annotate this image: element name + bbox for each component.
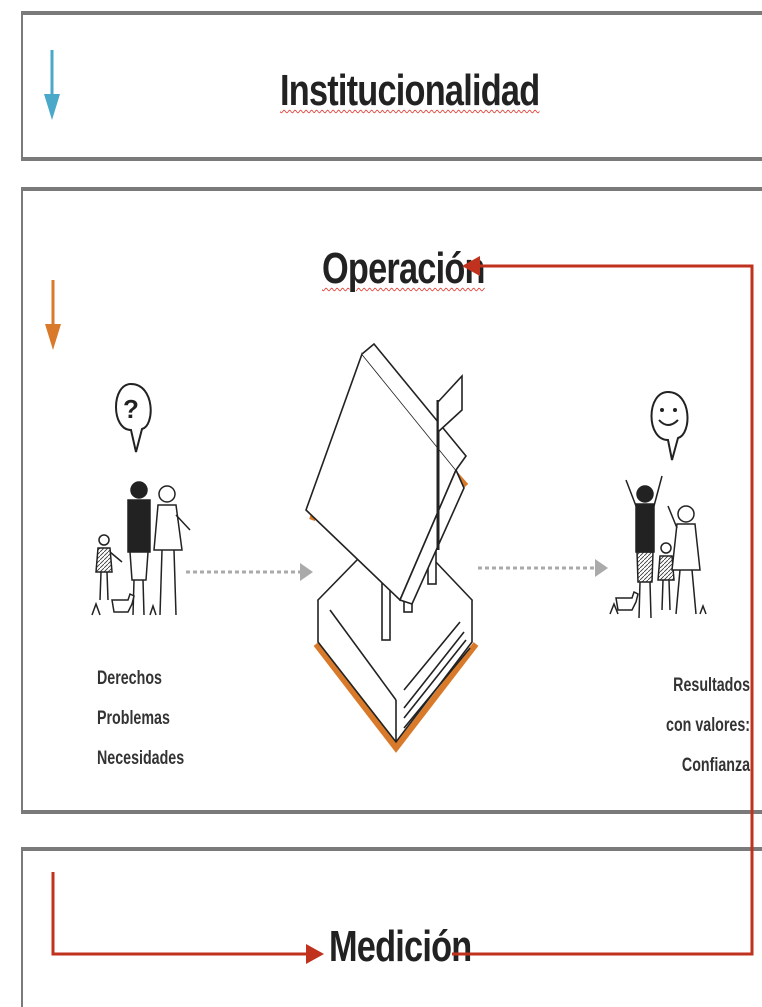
medicion-panel [21, 847, 762, 1007]
medicion-title: Medición [329, 922, 472, 972]
institucionalidad-title: Institucionalidad [280, 66, 540, 116]
output-labels: Resultados con valores: Confianza [608, 666, 750, 786]
label-necesidades: Necesidades [97, 748, 185, 769]
operacion-title-text: Operación [322, 244, 486, 293]
blue-down-arrow-icon [44, 50, 60, 120]
operacion-title: Operación [322, 244, 486, 294]
orange-down-arrow-icon [45, 280, 61, 350]
label-confianza: Confianza [681, 755, 750, 776]
svg-text:?: ? [123, 394, 139, 424]
family-people-icon [91, 481, 191, 616]
question-bubble-icon: ? [115, 382, 152, 453]
label-problemas: Problemas [97, 708, 170, 729]
flow-arrow-right [478, 559, 608, 577]
institucionalidad-title-text: Institucionalidad [280, 66, 540, 115]
feedback-loop-arrow [51, 256, 754, 964]
flow-arrow-left [186, 563, 313, 581]
label-resultados: Resultados [673, 675, 750, 696]
operacion-panel [21, 187, 762, 814]
medicion-title-text: Medición [329, 922, 472, 971]
label-derechos: Derechos [97, 668, 162, 689]
input-labels: Derechos Problemas Necesidades [97, 659, 184, 779]
happy-family-people-icon [609, 475, 707, 619]
institucionalidad-panel [21, 11, 762, 161]
smiley-bubble-icon [650, 390, 689, 461]
label-con-valores: con valores: [666, 715, 750, 736]
institution-building-icon [305, 342, 479, 753]
